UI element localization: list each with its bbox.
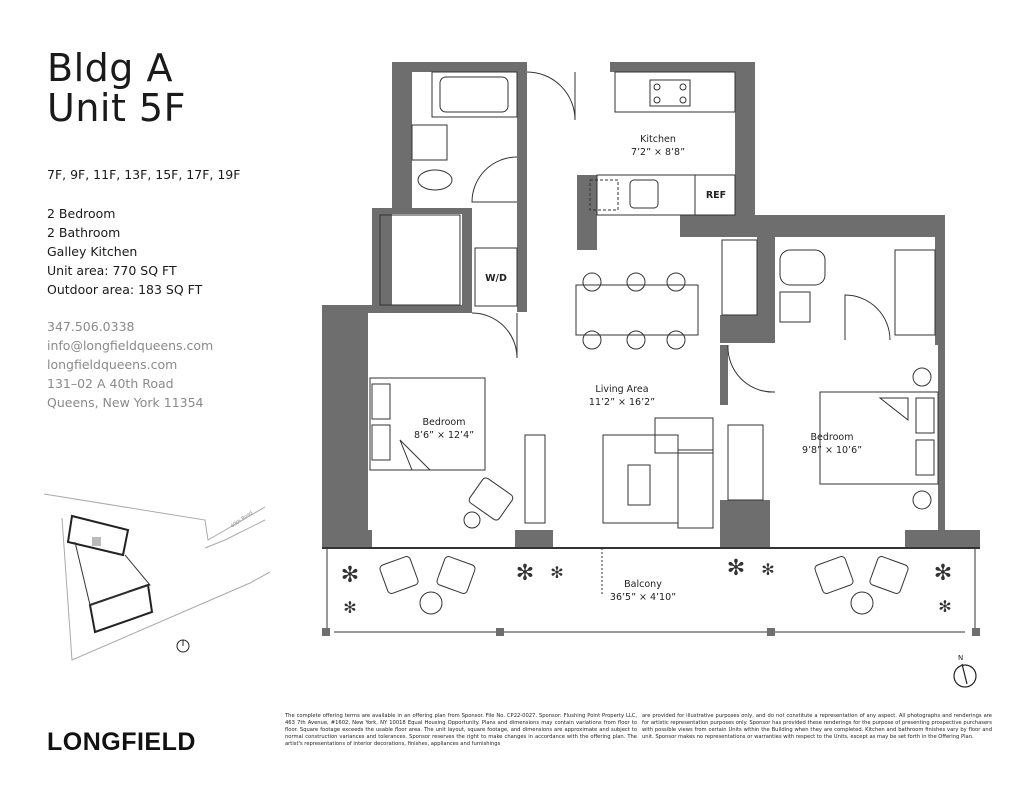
balcony-label: Balcony: [624, 579, 662, 590]
email: info@longfieldqueens.com: [47, 338, 214, 353]
website: longfieldqueens.com: [47, 357, 178, 372]
balcony-posts: [322, 628, 980, 636]
spec-unit-area: Unit area: 770 SQ FT: [47, 263, 177, 278]
bed-right: [819, 391, 939, 485]
site-plan: 40th Road: [43, 493, 271, 661]
sink: [411, 124, 448, 161]
ref-label: REF: [706, 190, 726, 201]
spec-kitchen: Galley Kitchen: [47, 244, 138, 259]
contact-info: 347.506.0338 info@longfieldqueens.com lo…: [47, 317, 213, 412]
bedroom-left-label: Bedroom: [423, 417, 466, 428]
washer-dryer: [474, 247, 518, 307]
plant-icon: ✻: [934, 561, 952, 586]
street-label: 40th Road: [230, 510, 254, 530]
bathtub: [431, 71, 518, 118]
bedroom-right-label: Bedroom: [811, 432, 854, 443]
walls: [322, 62, 980, 548]
compass-label: N: [958, 654, 963, 662]
phone: 347.506.0338: [47, 319, 135, 334]
north-compass-icon: N: [953, 654, 977, 688]
building-name: Bldg A: [47, 46, 173, 90]
unit-name: Unit 5F: [47, 86, 186, 130]
bedroom-left-dim: 8’6” × 12’4”: [414, 430, 474, 441]
rug: [602, 434, 679, 524]
disclaimer-col2: are provided for illustrative purposes o…: [642, 713, 992, 740]
living-label: Living Area: [595, 384, 648, 395]
balcony-furniture: [379, 556, 909, 615]
address-line2: Queens, New York 11354: [47, 395, 204, 410]
longfield-logo: LONGFIELD: [47, 728, 196, 756]
plant-icon: ✻: [761, 560, 774, 579]
spec-outdoor-area: Outdoor area: 183 SQ FT: [47, 282, 203, 297]
kitchen-label: Kitchen: [640, 134, 676, 145]
kitchen-counter: [596, 174, 736, 216]
dining-table: [575, 284, 699, 336]
unit-title: Bldg A Unit 5F: [47, 48, 186, 128]
kitchen-dim: 7’2” × 8’8”: [631, 147, 685, 158]
wd-label: W/D: [485, 273, 507, 284]
ottoman: [654, 417, 714, 454]
toilet: [417, 169, 453, 191]
toilet-right: [779, 249, 826, 286]
bathtub-right: [894, 249, 936, 336]
plant-icon: ✻: [343, 598, 356, 617]
spec-bedrooms: 2 Bedroom: [47, 206, 116, 221]
sofa: [677, 449, 714, 529]
floors-list: 7F, 9F, 11F, 13F, 15F, 17F, 19F: [47, 167, 241, 182]
plant-icon: ✻: [938, 597, 951, 616]
cooktop: [614, 71, 736, 113]
plant-icon: ✻: [516, 561, 534, 586]
balcony-dim: 36’5” × 4’10”: [610, 592, 676, 603]
plant-icon: ✻: [727, 556, 745, 581]
living-dim: 11’2” × 16’2”: [589, 397, 655, 408]
plants: ✻ ✻ ✻ ✻ ✻ ✻ ✻ ✻: [341, 556, 952, 617]
fixtures: [322, 71, 980, 633]
spec-bathrooms: 2 Bathroom: [47, 225, 121, 240]
plant-icon: ✻: [550, 563, 563, 582]
address-line1: 131–02 A 40th Road: [47, 376, 174, 391]
plant-icon: ✻: [341, 563, 359, 588]
bedroom-right-dim: 9’8” × 10’6”: [802, 445, 862, 456]
unit-specs: 2 Bedroom 2 Bathroom Galley Kitchen Unit…: [47, 204, 202, 299]
disclaimer-col1: The complete offering terms are availabl…: [285, 713, 637, 747]
